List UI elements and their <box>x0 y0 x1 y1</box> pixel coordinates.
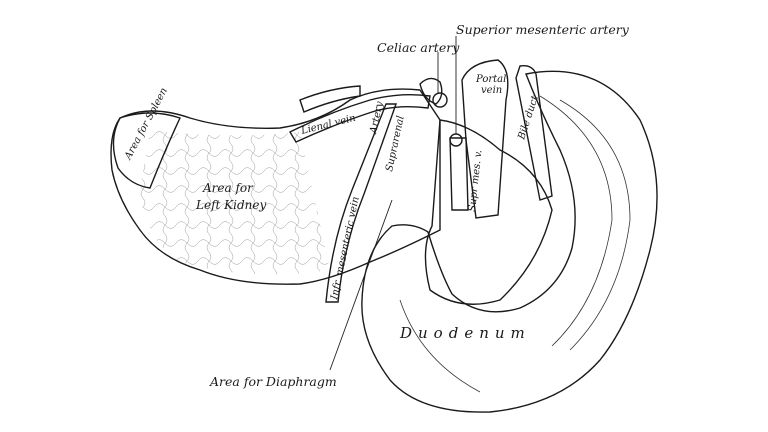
area-for-spleen <box>112 112 181 189</box>
label-duodenum: Duodenum <box>399 324 531 342</box>
portal-vein-vessel <box>461 59 509 219</box>
leader-lines <box>329 36 457 371</box>
area-for-diaphragm-leader <box>329 199 393 371</box>
label-lienal-vein: Lienal vein <box>299 113 357 137</box>
label-area-for-left-kidney-2: Left Kidney <box>195 198 266 212</box>
label-area-for-left-kidney-1: Area for <box>202 181 254 195</box>
label-portal-vein-1: Portal <box>475 74 506 85</box>
duodenum <box>361 70 658 413</box>
label-suprarenal: Suprarenal <box>384 115 407 173</box>
label-area-for-diaphragm: Area for Diaphragm <box>209 374 337 389</box>
label-celiac-artery: Celiac artery <box>377 40 460 55</box>
superior-mesenteric-artery-vessel <box>449 133 469 211</box>
bile-duct-vessel <box>515 64 553 201</box>
label-artery: Artery <box>368 100 386 135</box>
label-superior-mesenteric-vein: Supr mes. v. <box>467 149 484 212</box>
pancreas-body <box>110 88 441 285</box>
label-superior-mesenteric-artery: Superior mesenteric artery <box>456 22 630 37</box>
pancreas-head <box>424 119 553 305</box>
label-portal-vein-2: vein <box>481 85 502 96</box>
inferior-mesenteric-vein-vessel <box>325 103 397 303</box>
celiac-artery-vessel <box>419 77 448 108</box>
lienal-vein-vessel <box>289 85 431 143</box>
